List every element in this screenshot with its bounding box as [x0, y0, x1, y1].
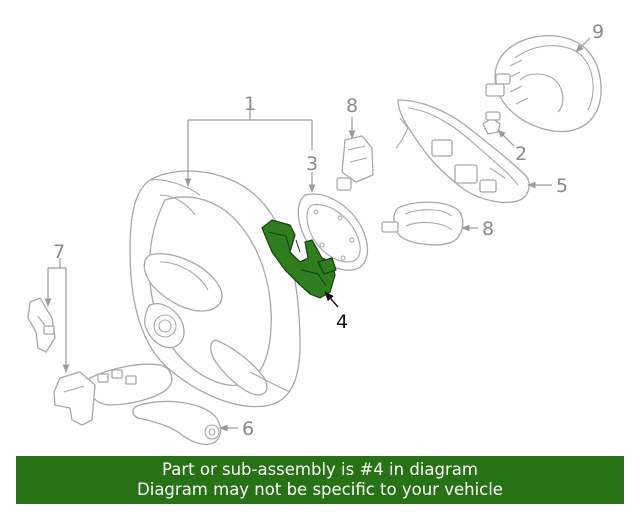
callout-label-1: 1 [244, 93, 256, 115]
paddle-part-7-upper [27, 297, 56, 353]
info-banner: Part or sub-assembly is #4 in diagram Di… [16, 456, 624, 504]
callout-label-4: 4 [336, 311, 348, 333]
callout-label-8-lower: 8 [482, 218, 494, 240]
control-switch-part-8-lower [381, 201, 464, 246]
callout-labels: 1 2 3 4 5 6 7 8 8 9 [53, 21, 604, 440]
banner-line-part-number: Part or sub-assembly is #4 in diagram [162, 460, 478, 479]
steering-wheel-part-1 [129, 170, 301, 408]
callout-label-5: 5 [556, 175, 568, 197]
screw-part-2 [482, 111, 501, 135]
callout-label-8-upper: 8 [346, 95, 358, 117]
leader-lines [44, 37, 591, 432]
switch-cover-part-5 [395, 99, 530, 204]
airbag-module-part-9 [485, 35, 602, 133]
paddle-part-7-lower [53, 371, 96, 426]
parts-diagram: 1 2 3 4 5 6 7 8 8 9 [27, 21, 604, 446]
callout-label-9: 9 [592, 21, 604, 43]
lower-cover-part-6 [132, 400, 222, 446]
bracket-part-4-highlighted [261, 219, 337, 299]
callout-label-3: 3 [306, 153, 318, 175]
callout-label-2: 2 [515, 143, 527, 165]
callout-label-6: 6 [242, 418, 254, 440]
control-switch-part-8-upper [336, 135, 374, 191]
callout-label-7: 7 [53, 241, 65, 263]
mount-bracket [88, 363, 173, 406]
banner-line-disclaimer: Diagram may not be specific to your vehi… [137, 480, 503, 499]
